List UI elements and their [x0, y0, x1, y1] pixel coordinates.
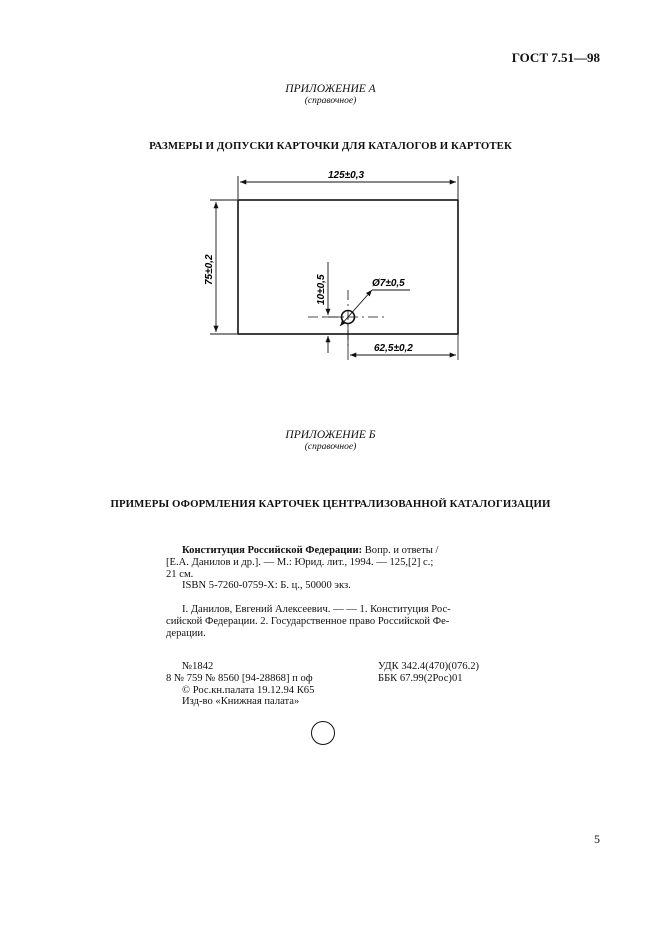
appendix-a-note: (справочное) [304, 96, 357, 106]
page-number: 5 [594, 832, 600, 846]
card-copyright: © Рос.кн.палата 19.12.94 К65 [182, 684, 315, 696]
card-tracing-3: дерации. [166, 627, 206, 639]
card-title-line: Конституция Российской Федерации: Вопр. … [166, 545, 496, 557]
card-hole-circle [311, 721, 335, 745]
card-dimension-drawing: 125±0,3 75±0,2 Ø7±0,5 10±0,5 62,5±0,2 [204, 170, 459, 360]
appendix-a-heading: РАЗМЕРЫ И ДОПУСКИ КАРТОЧКИ ДЛЯ КАТАЛОГОВ… [149, 140, 512, 152]
card-bbk: ББК 67.99(2Рос)01 [378, 672, 463, 684]
appendix-b-title: ПРИЛОЖЕНИЕ Б [285, 429, 376, 441]
card-order: 8 № 759 № 8560 [94-28868] п оф [166, 672, 313, 684]
card-imprint-right: УДК 342.4(470)(076.2) ББК 67.99(2Рос)01 [378, 661, 518, 685]
catalog-card-example: Конституция Российской Федерации: Вопр. … [166, 545, 496, 640]
appendix-a-title: ПРИЛОЖЕНИЕ А [285, 83, 376, 95]
appendix-b-note: (справочное) [304, 442, 357, 452]
standard-number: ГОСТ 7.51—98 [511, 50, 600, 65]
card-tracing-1: I. Данилов, Евгений Алексеевич. — — 1. К… [182, 604, 451, 616]
card-title-bold: Конституция Российской Федерации: [182, 545, 363, 556]
card-publisher: Изд-во «Книжная палата» [182, 696, 300, 708]
card-udc: УДК 342.4(470)(076.2) [378, 661, 480, 672]
hole-diameter-label: Ø7±0,5 [372, 278, 405, 289]
card-line-2: [Е.А. Данилов и др.]. — М.: Юрид. лит., … [166, 556, 434, 568]
card-isbn: ISBN 5-7260-0759-Х: Б. ц., 50000 экз. [182, 580, 351, 592]
hole-offset-label: 10±0,5 [316, 274, 327, 305]
card-tracing-2: сийской Федерации. 2. Государственное пр… [166, 615, 450, 627]
width-dimension-label: 125±0,3 [328, 170, 365, 181]
hole-center-label: 62,5±0,2 [374, 343, 413, 354]
card-number: №1842 [182, 661, 214, 672]
card-title-rest: Вопр. и ответы / [362, 545, 439, 556]
appendix-b-heading: ПРИМЕРЫ ОФОРМЛЕНИЯ КАРТОЧЕК ЦЕНТРАЛИЗОВА… [110, 498, 551, 510]
card-imprint-left: №1842 8 № 759 № 8560 [94-28868] п оф © Р… [166, 661, 366, 708]
height-dimension-label: 75±0,2 [204, 254, 215, 285]
card-line-3: 21 см. [166, 568, 194, 580]
